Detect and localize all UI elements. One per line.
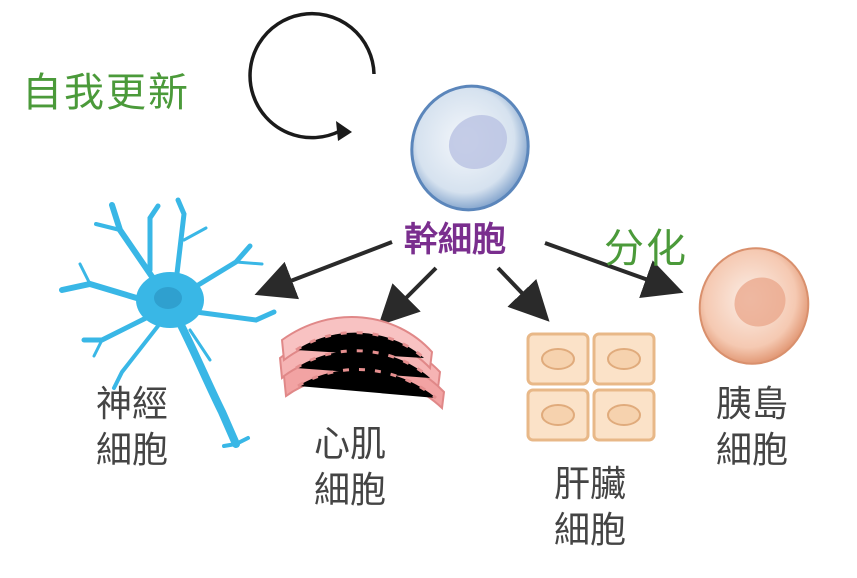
heart-cell-label-line2: 細胞 [314,470,387,511]
islet-cell-label-line2: 細胞 [716,430,789,471]
heart-cell-label-line1: 心肌 [314,424,387,465]
liver-cell-label-line2: 細胞 [554,510,627,551]
differentiation-label: 分化 [604,226,688,272]
heart-cell-label: 心肌 細胞 [314,422,386,514]
nerve-cell-icon [59,197,277,448]
self-renewal-label: 自我更新 [22,70,190,116]
nerve-cell-label-line2: 細胞 [96,430,169,471]
nerve-cell-label-line1: 神經 [96,384,169,425]
islet-cell-icon [698,247,810,365]
arrow-to-liver [496,266,550,322]
differentiation-arrows [254,240,684,326]
stem-cell-icon [410,84,530,212]
arrow-to-nerve [254,240,393,300]
liver-cells-icon [526,332,656,442]
arrow-to-heart [378,266,438,326]
liver-cell-label-line1: 肝臟 [554,464,627,505]
arrow-to-islet [544,241,684,299]
islet-cell-label: 胰島 細胞 [716,382,788,474]
islet-cell-label-line1: 胰島 [716,384,789,425]
nerve-cell-label: 神經 細胞 [96,382,168,474]
stem-cell-label: 幹細胞 [404,220,506,260]
liver-cell-label: 肝臟 細胞 [554,462,626,554]
self-renewal-arrow-icon [248,11,376,141]
heart-muscle-cell-icon [278,316,446,411]
